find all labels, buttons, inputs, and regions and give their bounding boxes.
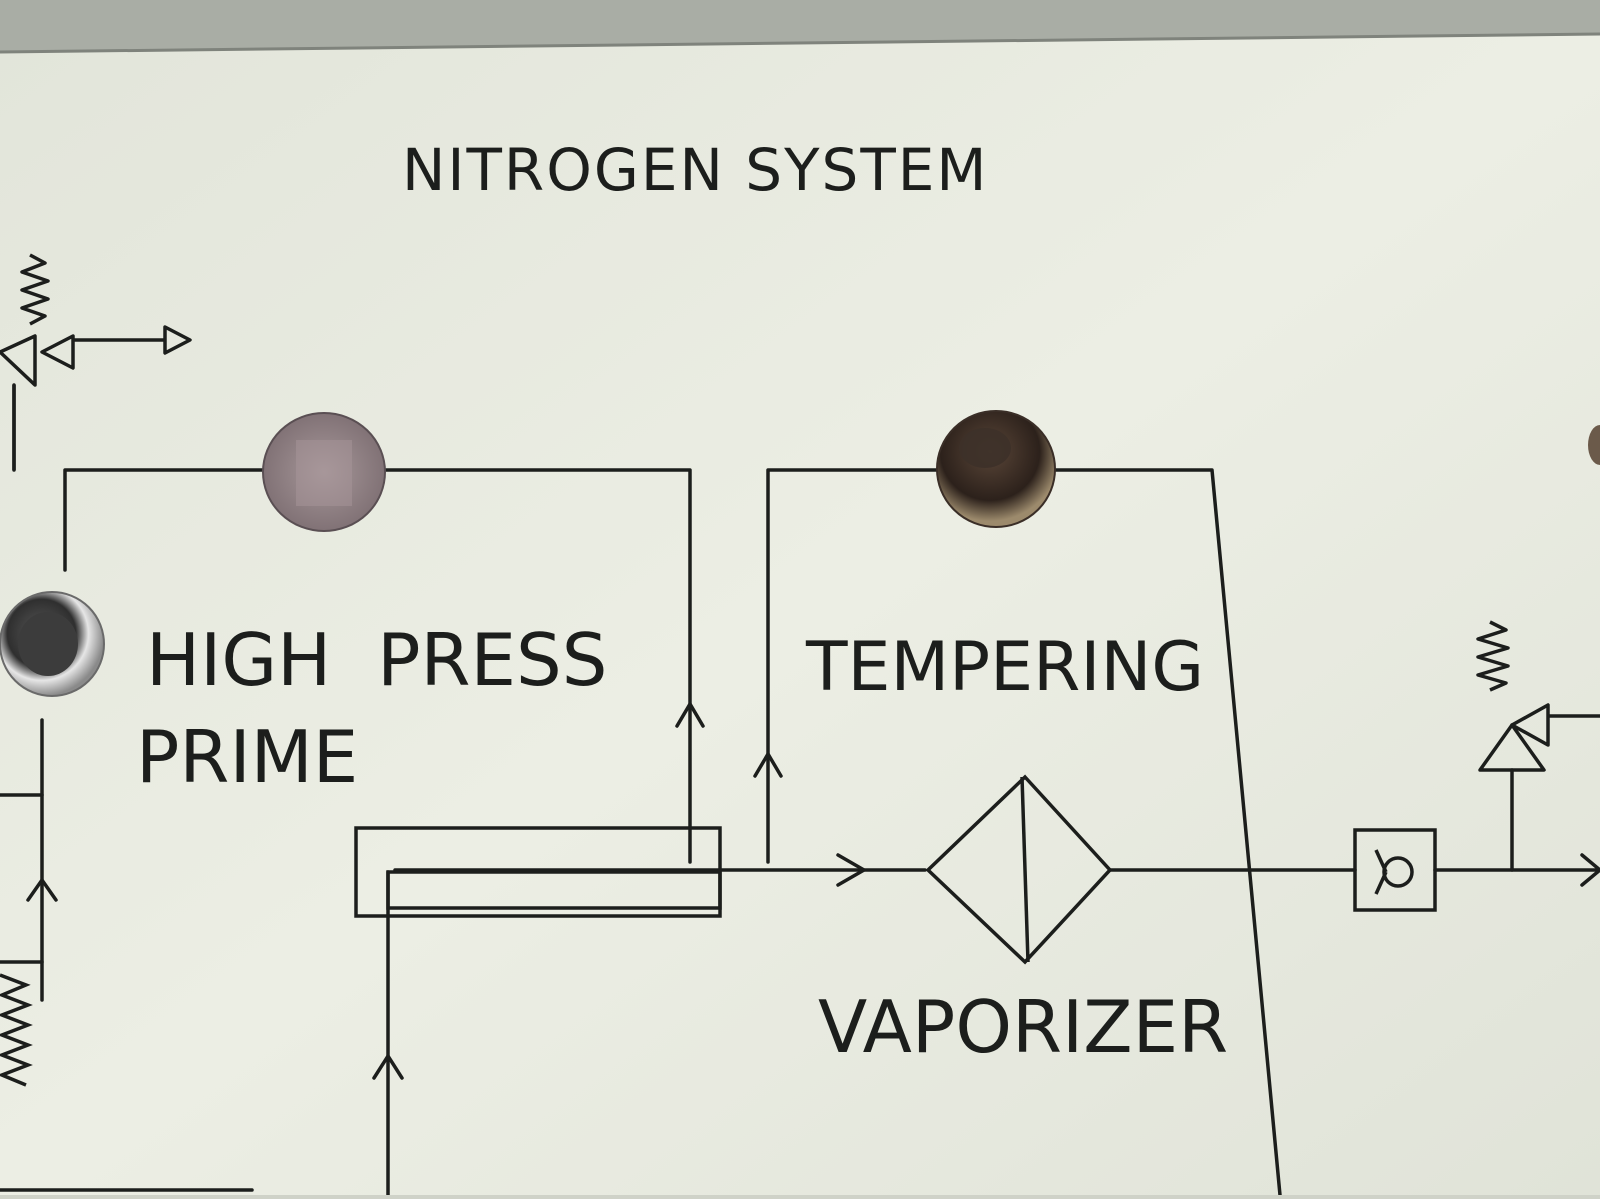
panel-surface xyxy=(0,34,1600,1195)
tempering-valve-hole[interactable] xyxy=(936,410,1056,528)
vaporizer-heat-exchanger-icon xyxy=(925,774,1113,965)
check-valve-icon xyxy=(1353,828,1437,912)
label-high-press-line2: PRIME xyxy=(136,715,358,799)
relief-valve-right-icon xyxy=(1476,620,1600,772)
spring-left-icon xyxy=(0,973,33,1087)
heat-exchanger-tube-icon xyxy=(354,826,722,918)
label-vaporizer: VAPORIZER xyxy=(818,985,1228,1069)
partial-hole-right xyxy=(1588,425,1600,465)
label-tempering: TEMPERING xyxy=(805,628,1204,707)
label-high-press-line1: HIGH PRESS xyxy=(146,618,607,702)
panel-title: NITROGEN SYSTEM xyxy=(402,136,988,204)
relief-valve-left-icon xyxy=(0,253,192,470)
flow-arrow-icon xyxy=(26,700,1600,1080)
